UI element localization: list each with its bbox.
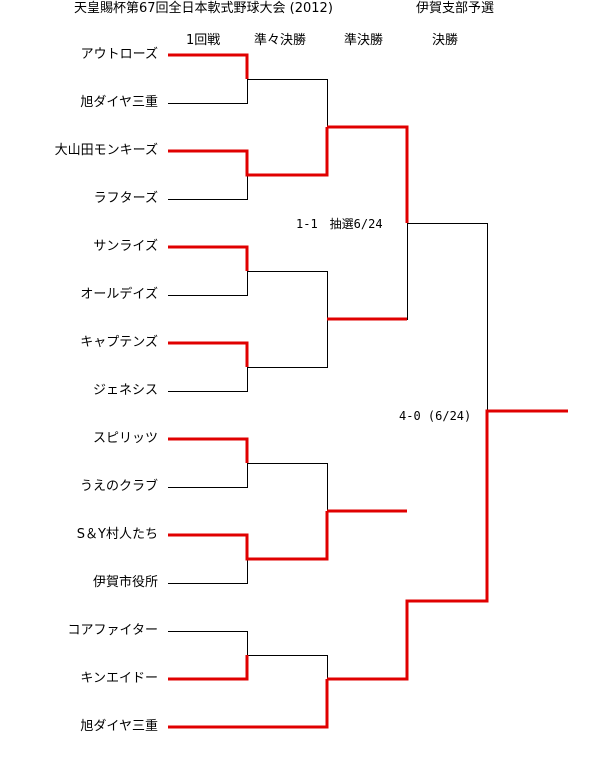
tournament-name: 天皇賜杯第67回全日本軟式野球大会 (2012) bbox=[74, 1, 333, 16]
team-label: 大山田モンキーズ bbox=[54, 143, 158, 158]
bracket-line bbox=[168, 245, 249, 271]
bracket-line bbox=[168, 511, 329, 561]
bracket-line bbox=[168, 437, 249, 463]
bracket-line bbox=[407, 223, 488, 411]
bracket-line bbox=[247, 271, 328, 319]
bracket-line bbox=[168, 53, 249, 79]
bracket-line bbox=[327, 223, 408, 320]
team-label: うえのクラブ bbox=[79, 479, 158, 494]
bracket-line bbox=[247, 319, 328, 368]
bracket-line bbox=[168, 655, 249, 681]
bracket-line bbox=[168, 631, 248, 655]
branch-name: 伊賀支部予選 bbox=[416, 1, 495, 16]
round-label-1: 1回戦 bbox=[186, 33, 221, 48]
bracket-line bbox=[168, 463, 248, 488]
bracket-line bbox=[247, 655, 328, 679]
bracket-line bbox=[168, 175, 248, 200]
team-label: コアファイター bbox=[67, 623, 158, 638]
bracket-title: 天皇賜杯第67回全日本軟式野球大会 (2012) 伊賀支部予選 bbox=[0, 0, 600, 18]
team-label: ジェネシス bbox=[92, 383, 158, 398]
team-label: アウトローズ bbox=[80, 47, 158, 62]
bracket-line bbox=[168, 127, 329, 177]
team-label: 伊賀市役所 bbox=[92, 575, 158, 590]
bracket-line bbox=[247, 463, 328, 511]
bracket-line bbox=[327, 125, 409, 223]
team-label: 旭ダイヤ三重 bbox=[80, 719, 158, 734]
bracket-line bbox=[168, 679, 329, 729]
round-label-final: 決勝 bbox=[432, 33, 459, 48]
team-label: S＆Y村人たち bbox=[76, 527, 158, 542]
team-label: オールデイズ bbox=[80, 287, 158, 302]
round-label-semifinal: 準決勝 bbox=[344, 33, 384, 48]
bracket-line bbox=[327, 409, 568, 681]
final-score-note: 4-0 (6/24) bbox=[399, 409, 472, 423]
team-label: キャプテンズ bbox=[80, 335, 158, 350]
bracket-line bbox=[168, 79, 248, 104]
team-label: スピリッツ bbox=[92, 431, 158, 446]
bracket-line bbox=[168, 271, 248, 296]
bracket-line bbox=[168, 559, 248, 584]
team-label: キンエイドー bbox=[80, 671, 158, 686]
team-label: ラフターズ bbox=[93, 191, 158, 206]
bracket-line bbox=[247, 79, 328, 127]
bracket-line bbox=[168, 367, 248, 392]
team-label: サンライズ bbox=[93, 239, 158, 254]
round-label-quarterfinal: 準々決勝 bbox=[254, 33, 307, 48]
team-label: 旭ダイヤ三重 bbox=[80, 95, 158, 110]
winner-lines bbox=[168, 53, 568, 729]
bracket-line bbox=[168, 341, 249, 367]
semifinal-score-note: 1-1 抽選6/24 bbox=[296, 217, 383, 231]
